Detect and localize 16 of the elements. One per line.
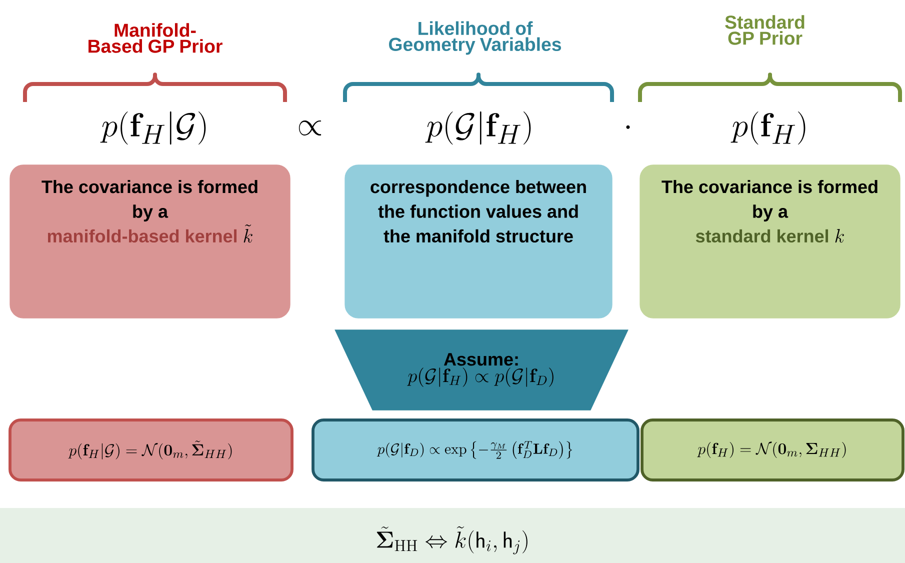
formula: $p(\mathcal{G}|\mathbf{f}_H)$ <box>425 111 531 145</box>
heading: Manifold-Based GP Prior <box>88 23 222 53</box>
description-box: correspondence between the function values and the manifold structure <box>344 164 612 318</box>
product-dot: $\cdot$ <box>626 125 630 129</box>
description-box: The covariance is formed by a standard kernel $k$ <box>640 164 900 318</box>
formula: $p(\mathbf{f}_H|\mathcal{G})$ <box>100 111 206 145</box>
formula: $p(\mathbf{f}_H)$ <box>730 111 806 145</box>
proportional-sign: $\propto$ <box>298 120 322 136</box>
assumption-trapezoid: Assume: $p(\mathcal{G}|\mathbf{f}_H) \propto p(\mathcal{G}|\mathbf{f}_D)$ <box>334 330 628 410</box>
result-band: $\tilde{\mathbf{\Sigma}}_{\mathrm{HH}} \Leftrightarrow \tilde{k}(\mathsf{h}_i, \mathsf{h}_j)$ <box>0 508 905 563</box>
formula-box: $p(\mathbf{f}_H) = \mathcal{N}(\mathbf{0}_m, \mathbf{\Sigma}_{HH})$ <box>640 418 904 482</box>
heading: Likelihood of Geometry Variables <box>389 21 562 55</box>
heading: Standard GP Prior <box>725 15 804 45</box>
formula-box: $p(\mathbf{f}_H|\mathcal{G}) = \mathcal{N}(\mathbf{0}_m, \tilde{\mathbf{\Sigma}}_{HH})$ <box>8 418 294 482</box>
description-box: The covariance is formed by a manifold-based kernel $\tilde{k}$ <box>10 164 290 318</box>
formula-box: $p(\mathcal{G}|\mathbf{f}_D) \propto \exp\left\{-\frac{\gamma_M}{2}\left(\mathbf{f}_D^T\mathbf{L}\mathbf{f}_D\right)\right\}$ <box>312 418 640 482</box>
